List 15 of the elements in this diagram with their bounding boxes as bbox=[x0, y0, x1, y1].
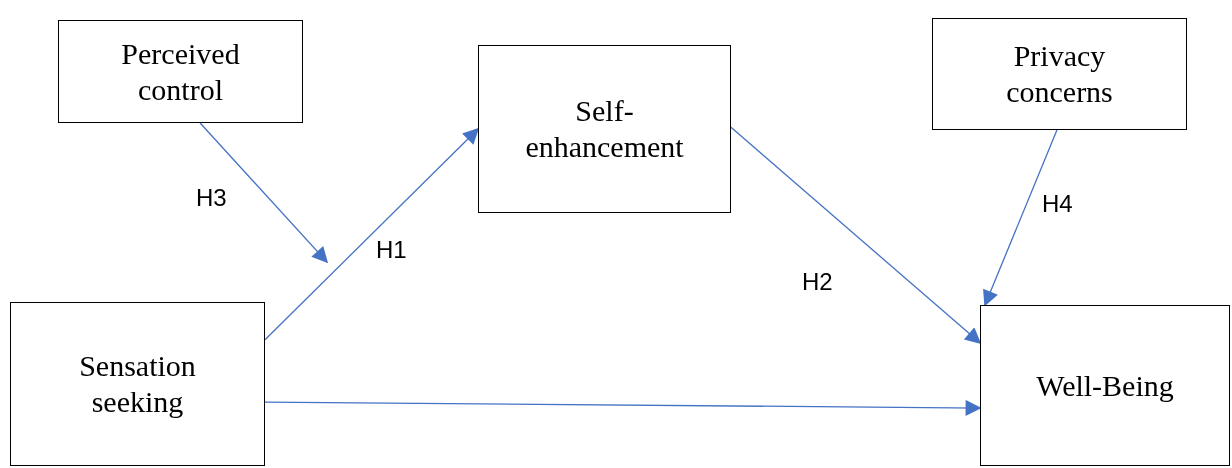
variable-label: Privacy concerns bbox=[1005, 38, 1114, 110]
variable-label: Self- enhancement bbox=[524, 93, 685, 165]
arrow bbox=[730, 126, 982, 344]
arrow bbox=[983, 129, 1058, 307]
arrow bbox=[264, 399, 982, 416]
variable-label: Sensation seeking bbox=[78, 348, 197, 420]
variable-box bbox=[10, 302, 265, 466]
variable-label: Perceived control bbox=[120, 35, 241, 108]
variable-label: Well-Being bbox=[1035, 367, 1175, 404]
variable-box bbox=[980, 305, 1230, 466]
arrow bbox=[264, 127, 480, 341]
variable-box bbox=[58, 20, 303, 123]
variable-box bbox=[932, 18, 1187, 130]
arrow bbox=[199, 122, 329, 264]
variable-box bbox=[478, 45, 731, 213]
